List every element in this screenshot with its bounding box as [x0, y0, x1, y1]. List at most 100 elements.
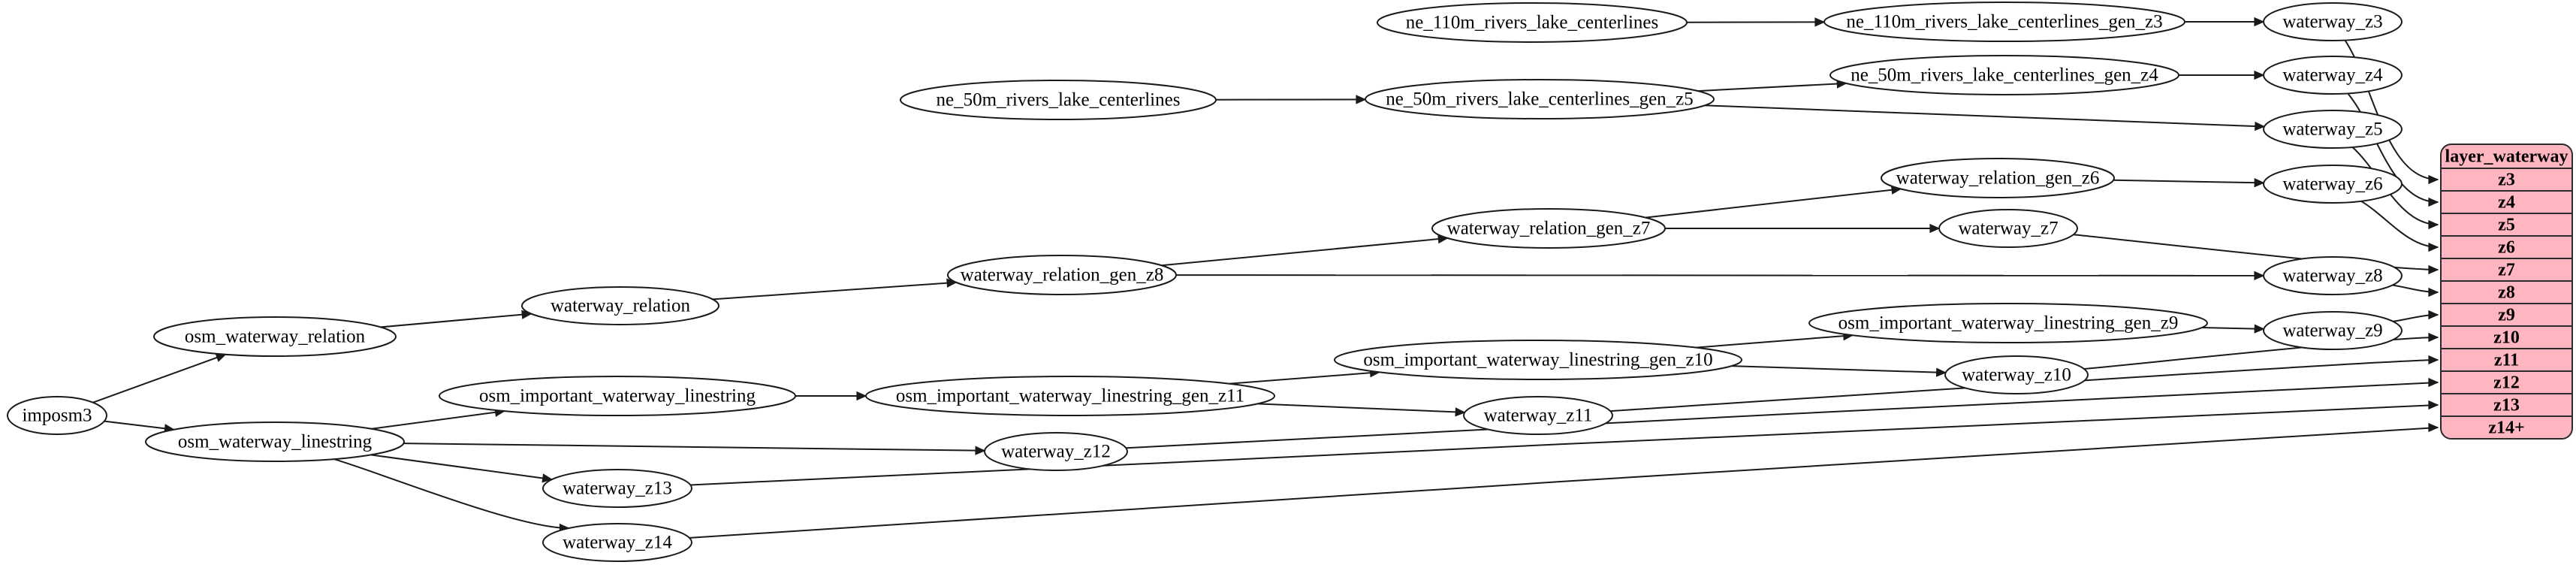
table-row-z7: z7	[2498, 261, 2515, 280]
edge-osm_important_waterway_linestring_gen_z10-to-osm_important_waterway_linestring_gen_z9	[1695, 331, 1854, 349]
node-label-osm_waterway_linestring: osm_waterway_linestring	[178, 432, 373, 452]
node-label-waterway_z14: waterway_z14	[563, 533, 672, 553]
node-shape-osm_waterway_relation	[153, 316, 397, 357]
node-shape-waterway_z6	[2263, 165, 2403, 204]
node-waterway_relation_gen_z6: waterway_relation_gen_z6	[1881, 158, 2115, 198]
node-label-osm_waterway_relation: osm_waterway_relation	[185, 327, 366, 347]
node-label-waterway_relation_gen_z6: waterway_relation_gen_z6	[1896, 168, 2100, 189]
node-shape-waterway_z4	[2263, 56, 2403, 95]
node-label-ne_50m_rivers_lake_centerlines_gen_z5: ne_50m_rivers_lake_centerlines_gen_z5	[1386, 89, 1694, 110]
node-shape-waterway_z8	[2263, 256, 2403, 295]
node-label-ne_50m_rivers_lake_centerlines: ne_50m_rivers_lake_centerlines	[937, 90, 1181, 110]
node-label-waterway_relation_gen_z8: waterway_relation_gen_z8	[961, 265, 1164, 286]
node-shape-waterway_z7	[1938, 209, 2078, 248]
node-waterway_z11: waterway_z11	[1463, 396, 1613, 435]
table-row-z10: z10	[2493, 328, 2520, 348]
node-label-osm_important_waterway_linestring_gen_z9: osm_important_waterway_linestring_gen_z9	[1838, 313, 2179, 334]
edge-waterway_z7-to-layer_waterway-z7	[2073, 234, 2439, 275]
node-ne_50m_rivers_lake_centerlines_gen_z5: ne_50m_rivers_lake_centerlines_gen_z5	[1365, 79, 1715, 119]
edge-waterway_z5-to-layer_waterway-z5	[2351, 147, 2439, 230]
node-shape-waterway_relation_gen_z6	[1881, 158, 2115, 198]
table-row-z9: z9	[2498, 306, 2515, 325]
node-label-waterway_z4: waterway_z4	[2282, 65, 2383, 86]
node-shape-waterway_z13	[542, 469, 692, 508]
edge-waterway_z6-to-layer_waterway-z6	[2360, 200, 2439, 252]
node-imposm3: imposm3	[7, 396, 107, 435]
node-shape-waterway_z9	[2263, 311, 2403, 350]
node-osm_waterway_relation: osm_waterway_relation	[153, 316, 397, 357]
node-label-imposm3: imposm3	[22, 406, 92, 426]
node-waterway_relation: waterway_relation	[521, 286, 719, 325]
edge-waterway_z8-to-layer_waterway-z8	[2392, 284, 2439, 298]
node-waterway_z8: waterway_z8	[2263, 256, 2403, 295]
edge-osm_important_waterway_linestring_gen_z11-to-waterway_z11	[1257, 403, 1466, 417]
table-row-z8: z8	[2498, 283, 2515, 303]
node-label-ne_110m_rivers_lake_centerlines: ne_110m_rivers_lake_centerlines	[1406, 13, 1658, 33]
table-row-z5: z5	[2498, 216, 2515, 235]
edge-osm_important_waterway_linestring_gen_z10-to-waterway_z10	[1731, 365, 1947, 377]
edge-waterway_relation-to-waterway_relation_gen_z8	[712, 278, 958, 301]
node-shape-ne_110m_rivers_lake_centerlines_gen_z3	[1823, 2, 2185, 42]
node-shape-ne_50m_rivers_lake_centerlines_gen_z5	[1365, 79, 1715, 119]
table-row-z4: z4	[2498, 193, 2515, 213]
node-label-waterway_z13: waterway_z13	[563, 479, 672, 499]
node-shape-osm_important_waterway_linestring	[439, 376, 796, 416]
node-osm_important_waterway_linestring_gen_z10: osm_important_waterway_linestring_gen_z1…	[1334, 340, 1742, 380]
node-osm_important_waterway_linestring_gen_z9: osm_important_waterway_linestring_gen_z9	[1808, 303, 2208, 343]
node-waterway_z5: waterway_z5	[2263, 110, 2403, 149]
node-osm_important_waterway_linestring: osm_important_waterway_linestring	[439, 376, 796, 416]
node-label-waterway_z11: waterway_z11	[1484, 406, 1593, 426]
node-shape-osm_important_waterway_linestring_gen_z10	[1334, 340, 1742, 380]
node-waterway_z4: waterway_z4	[2263, 56, 2403, 95]
edge-waterway_relation_gen_z6-to-waterway_z6	[2113, 178, 2265, 188]
edge-imposm3-to-osm_waterway_linestring	[104, 420, 175, 434]
node-ne_110m_rivers_lake_centerlines: ne_110m_rivers_lake_centerlines	[1377, 2, 1688, 43]
node-shape-imposm3	[7, 396, 107, 435]
edge-ne_50m_rivers_lake_centerlines_gen_z5-to-ne_50m_rivers_lake_centerlines_gen_z4	[1697, 79, 1848, 92]
node-waterway_z10: waterway_z10	[1944, 355, 2089, 394]
edge-waterway_z10-to-layer_waterway-z10	[2083, 332, 2439, 370]
table-row-z14+: z14+	[2488, 418, 2524, 438]
edge-osm_important_waterway_linestring_gen_z11-to-osm_important_waterway_linestring_gen_z10	[1229, 368, 1381, 385]
node-label-waterway_z3: waterway_z3	[2282, 12, 2382, 32]
node-waterway_z9: waterway_z9	[2263, 311, 2403, 350]
node-label-waterway_relation: waterway_relation	[550, 296, 691, 316]
node-label-osm_important_waterway_linestring_gen_z10: osm_important_waterway_linestring_gen_z1…	[1363, 350, 1712, 370]
node-shape-ne_50m_rivers_lake_centerlines_gen_z4	[1829, 55, 2179, 95]
node-waterway_relation_gen_z8: waterway_relation_gen_z8	[947, 255, 1177, 295]
edge-waterway_relation_gen_z8-to-waterway_relation_gen_z7	[1161, 234, 1449, 267]
table-outline	[2440, 144, 2573, 440]
node-shape-ne_50m_rivers_lake_centerlines	[900, 80, 1217, 120]
node-ne_110m_rivers_lake_centerlines_gen_z3: ne_110m_rivers_lake_centerlines_gen_z3	[1823, 2, 2185, 42]
node-shape-waterway_z3	[2263, 2, 2403, 41]
node-shape-ne_110m_rivers_lake_centerlines	[1377, 2, 1688, 43]
node-shape-waterway_relation	[521, 286, 719, 325]
node-label-osm_important_waterway_linestring: osm_important_waterway_linestring	[479, 386, 756, 406]
edge-waterway_relation_gen_z8-to-waterway_z8	[1175, 270, 2265, 281]
node-label-waterway_z5: waterway_z5	[2282, 119, 2382, 140]
edge-imposm3-to-osm_waterway_relation	[92, 353, 227, 403]
node-label-osm_important_waterway_linestring_gen_z11: osm_important_waterway_linestring_gen_z1…	[896, 386, 1244, 406]
node-shape-waterway_relation_gen_z8	[947, 255, 1177, 295]
edge-ne_50m_rivers_lake_centerlines_gen_z5-to-waterway_z5	[1704, 104, 2266, 131]
edge-osm_waterway_relation-to-waterway_relation	[380, 310, 532, 328]
node-label-waterway_z7: waterway_z7	[1958, 219, 2058, 239]
edge-waterway_z9-to-layer_waterway-z9	[2393, 310, 2439, 322]
node-shape-waterway_relation_gen_z7	[1431, 208, 1666, 249]
layer-waterway-table: layer_waterwayz3z4z5z6z7z8z9z10z11z12z13…	[2440, 144, 2573, 440]
node-shape-osm_important_waterway_linestring_gen_z9	[1808, 303, 2208, 343]
table-row-z3: z3	[2498, 171, 2515, 190]
node-waterway_z3: waterway_z3	[2263, 2, 2403, 41]
table-row-z11: z11	[2494, 351, 2519, 370]
table-row-z12: z12	[2493, 373, 2520, 393]
edge-osm_waterway_linestring-to-osm_important_waterway_linestring	[371, 407, 506, 430]
edge-waterway_z13-to-layer_waterway-z13	[690, 400, 2439, 486]
edge-osm_waterway_linestring-to-waterway_z13	[370, 454, 554, 483]
node-osm_important_waterway_linestring_gen_z11: osm_important_waterway_linestring_gen_z1…	[865, 376, 1275, 416]
edge-osm_waterway_linestring-to-waterway_z12	[403, 443, 986, 455]
node-label-waterway_z12: waterway_z12	[1001, 442, 1111, 462]
node-shape-waterway_z10	[1944, 355, 2089, 394]
node-waterway_z14: waterway_z14	[542, 523, 692, 562]
node-waterway_z7: waterway_z7	[1938, 209, 2078, 248]
